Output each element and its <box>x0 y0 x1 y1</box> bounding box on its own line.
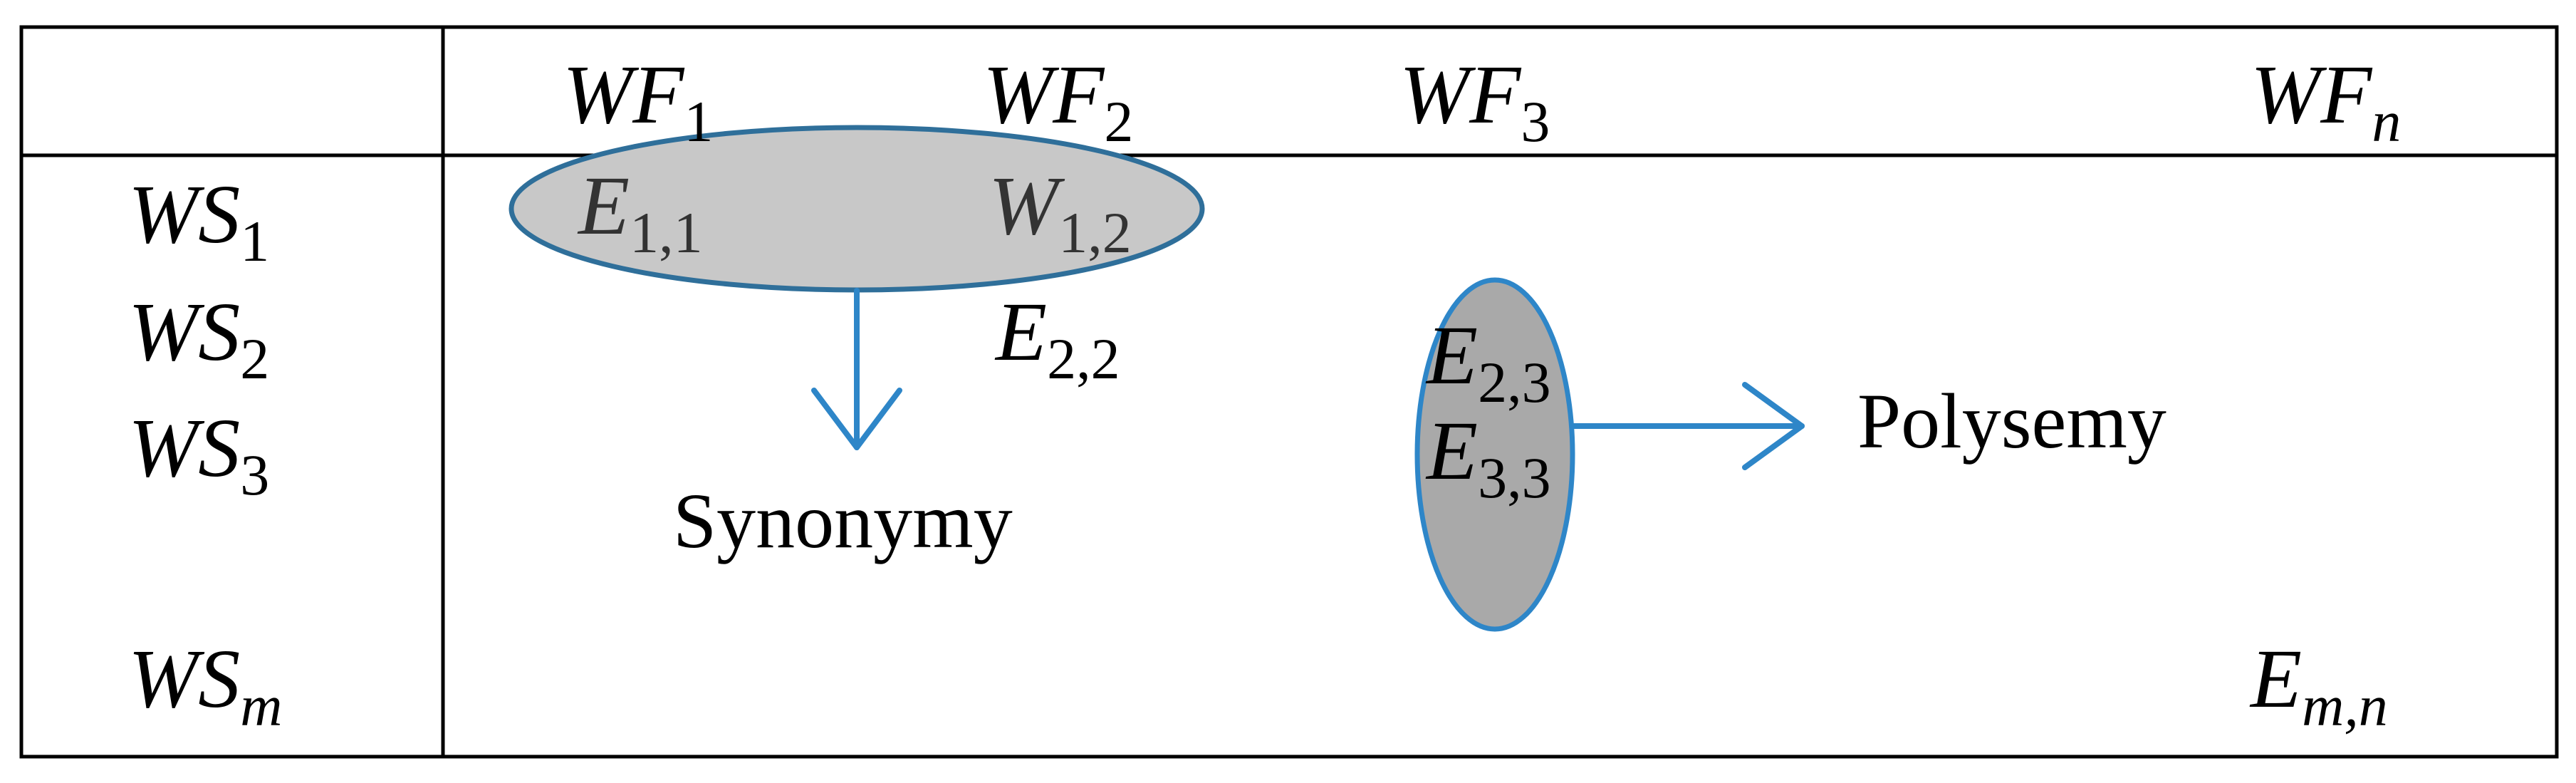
cell-e-2-3: E2,3 <box>1425 308 1551 415</box>
polysemy-label: Polysemy <box>1857 378 2166 465</box>
cell-e-1-1: E1,1 <box>577 159 703 265</box>
cell-e-m-n: Em,n <box>2249 632 2388 738</box>
cell-w-1-2: W1,2 <box>989 159 1132 265</box>
column-header-wf1: WF1 <box>563 48 713 154</box>
column-header-wfn: WFn <box>2251 48 2401 154</box>
row-header-ws3: WS3 <box>128 401 269 507</box>
cell-e-3-3: E3,3 <box>1425 404 1551 510</box>
polysemy-arrow <box>1570 382 1805 470</box>
matrix-border <box>19 25 2559 759</box>
cell-e-2-2: E2,2 <box>994 285 1120 391</box>
synonymy-arrow <box>811 288 902 450</box>
row-header-wsm: WSm <box>128 632 283 738</box>
synonymy-label: Synonymy <box>673 477 1013 564</box>
column-header-wf3: WF3 <box>1399 48 1550 154</box>
column-header-wf2: WF2 <box>983 48 1133 154</box>
polysemy-ellipse <box>1414 277 1575 632</box>
row-header-ws2: WS2 <box>128 285 269 391</box>
row-header-ws1: WS1 <box>128 167 269 274</box>
